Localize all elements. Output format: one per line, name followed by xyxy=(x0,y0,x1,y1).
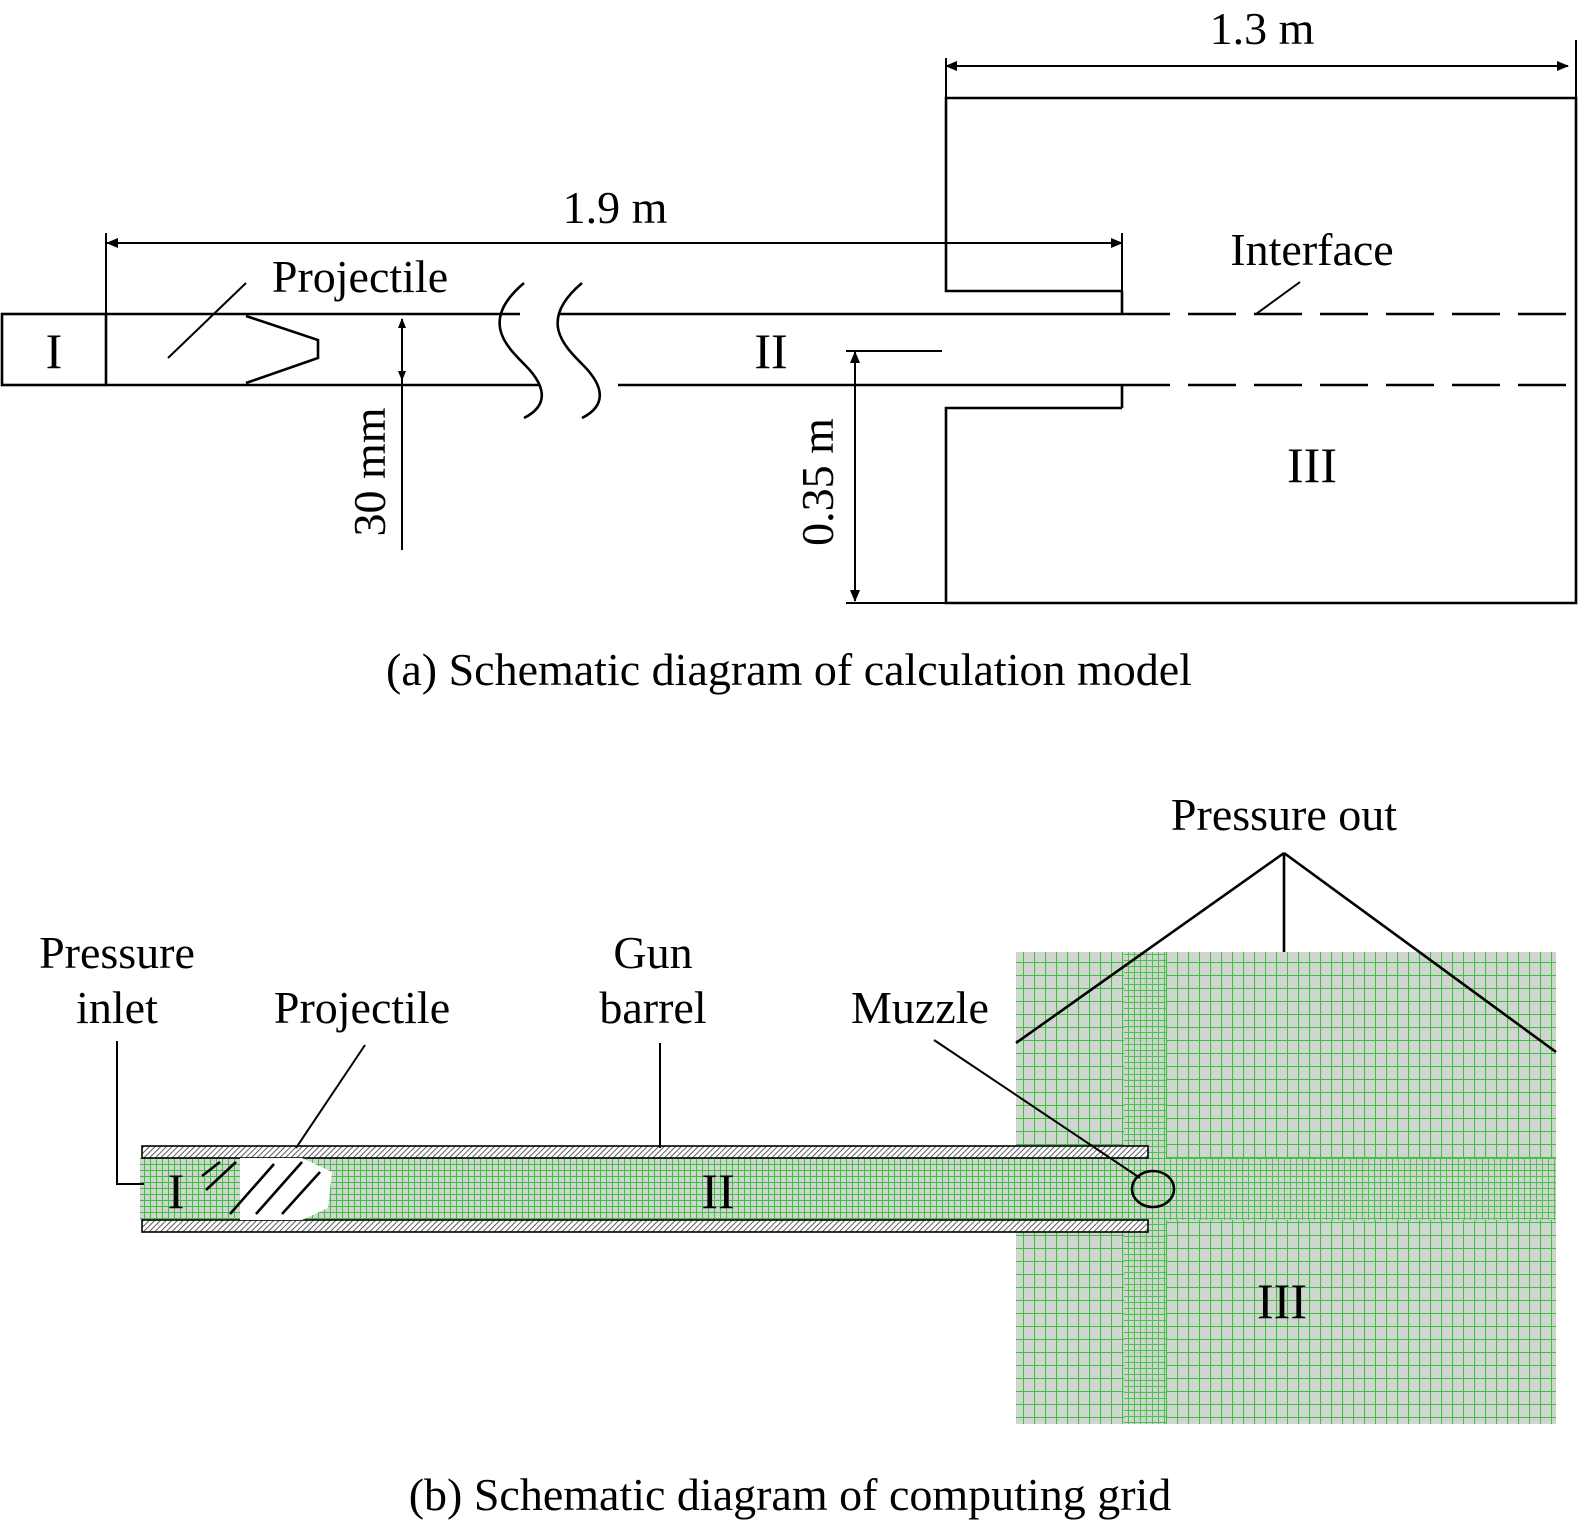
break-symbol-left xyxy=(498,282,543,420)
dimension-label-1-9m: 1.9 m xyxy=(563,182,668,233)
pressure-out-leader-left xyxy=(1015,851,1285,1045)
dimension-label-0-35m: 0.35 m xyxy=(792,418,843,546)
panel-a: 1.3 m 1.9 m Projectile 30 mm 0.35 m xyxy=(0,3,1578,695)
pressure-out-label: Pressure out xyxy=(1171,789,1397,840)
caption-b: (b) Schematic diagram of computing grid xyxy=(409,1469,1172,1520)
caption-a: (a) Schematic diagram of calculation mod… xyxy=(386,644,1192,695)
projectile-label: Projectile xyxy=(272,251,448,302)
dimension-label-1-3m: 1.3 m xyxy=(1210,3,1315,54)
region-ii-label-a: II xyxy=(754,323,787,379)
projectile-label-b: Projectile xyxy=(274,982,450,1033)
barrel-wall-bottom xyxy=(141,1219,1149,1233)
region-iii-label-a: III xyxy=(1287,437,1337,493)
break-symbol-right xyxy=(556,282,601,420)
pressure-inlet-leader xyxy=(116,1041,144,1185)
projectile-hatching xyxy=(201,1160,321,1215)
region-ii-label-b: II xyxy=(701,1163,734,1219)
chamber-outline xyxy=(944,96,1578,605)
muzzle-leader xyxy=(933,1039,1141,1179)
pressure-out-leader-right xyxy=(1283,851,1557,1054)
gun-barrel-label-line2: barrel xyxy=(599,982,706,1033)
gun-barrel-label-line1: Gun xyxy=(613,927,692,978)
projectile-leader-b xyxy=(295,1044,366,1149)
panel-b: Pressure inlet Projectile Gun barrel Muz… xyxy=(39,789,1557,1520)
dimension-label-30mm: 30 mm xyxy=(344,407,395,536)
projectile-shape xyxy=(245,314,320,385)
region-i-box xyxy=(0,312,108,387)
projectile-leader-line xyxy=(167,282,247,359)
interface-label: Interface xyxy=(1230,224,1393,275)
muzzle-label: Muzzle xyxy=(851,982,989,1033)
region-iii-label-b: III xyxy=(1257,1273,1307,1329)
muzzle-circle xyxy=(1130,1169,1176,1209)
barrel-wall-top xyxy=(141,1145,1149,1159)
pressure-inlet-label-line2: inlet xyxy=(76,982,158,1033)
pressure-inlet-label-line1: Pressure xyxy=(39,927,195,978)
region-i-label-b: I xyxy=(168,1163,185,1219)
region-i-label-a: I xyxy=(46,323,63,379)
interface-leader-line xyxy=(1255,281,1301,315)
